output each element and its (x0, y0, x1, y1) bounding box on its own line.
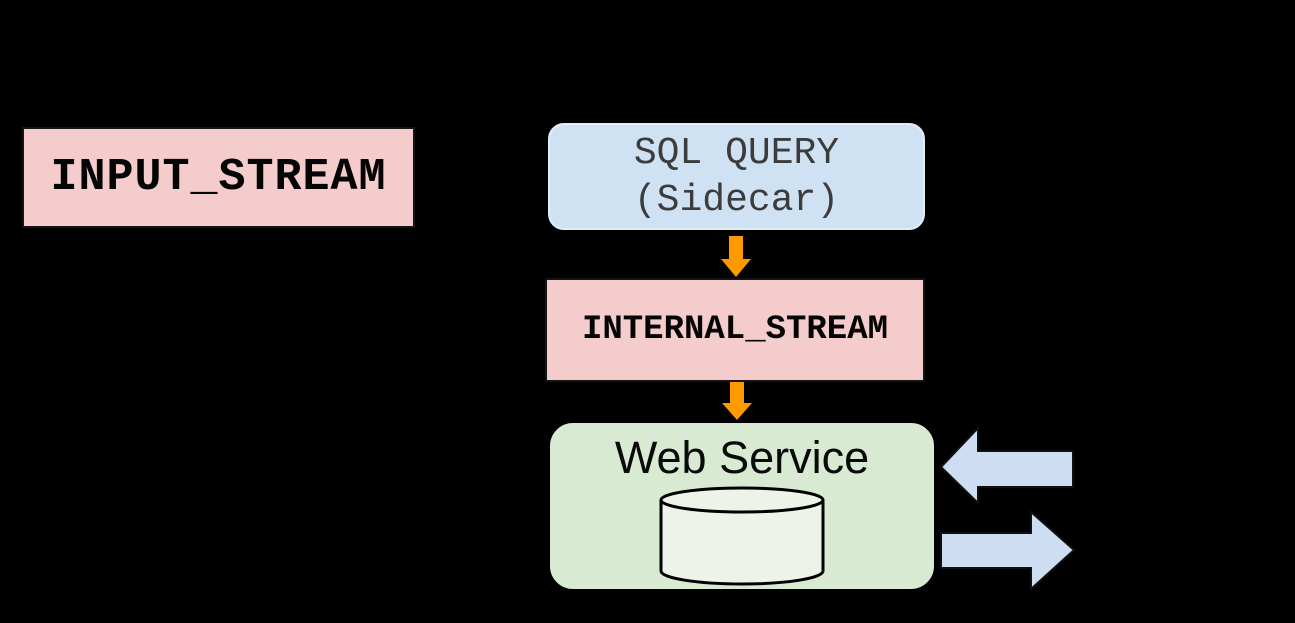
sql-query-label-line1: SQL QUERY (633, 131, 840, 175)
web-service-node: Web Service (547, 420, 937, 592)
database-cylinder-icon (657, 486, 827, 586)
input-stream-label: INPUT_STREAM (50, 152, 387, 203)
inbound-left-arrow-icon (938, 425, 1075, 507)
internal-stream-node: INTERNAL_STREAM (545, 278, 925, 382)
sql-query-label-line2: (Sidecar) (633, 178, 840, 222)
web-service-label: Web Service (614, 432, 870, 483)
input-stream-node: INPUT_STREAM (22, 127, 415, 228)
down-arrow-icon (715, 382, 759, 421)
sql-query-sidecar-node: SQL QUERY (Sidecar) (548, 123, 925, 230)
internal-stream-label: INTERNAL_STREAM (581, 311, 889, 349)
down-arrow-icon (714, 236, 758, 278)
outbound-right-arrow-icon (938, 508, 1078, 594)
